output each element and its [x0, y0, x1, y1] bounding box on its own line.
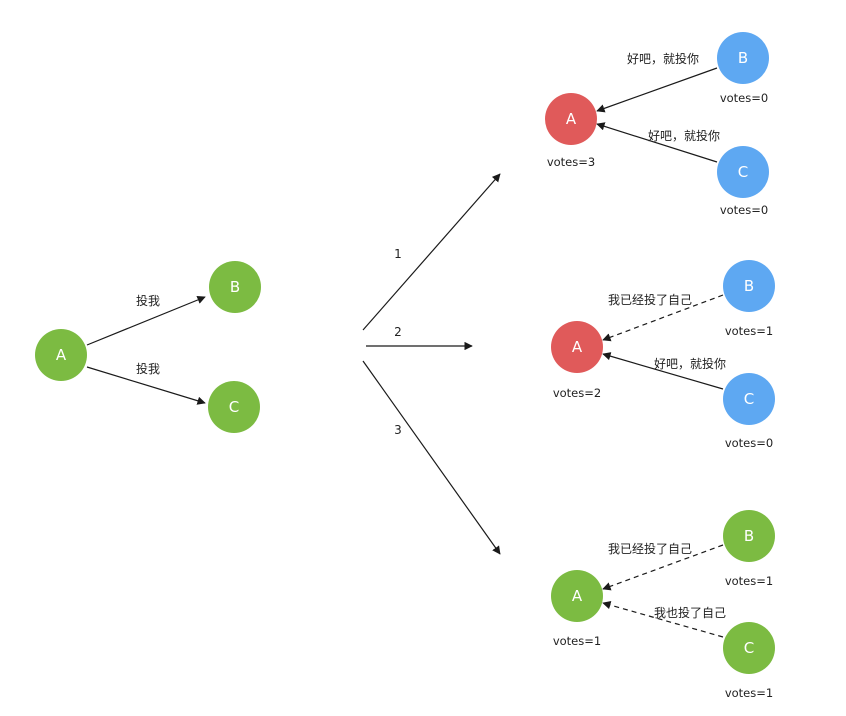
s3-votes-b: votes=1 [725, 574, 773, 588]
s2-votes-b: votes=1 [725, 324, 773, 338]
scenario-2: 我已经投了自己 好吧，就投你 A votes=2 B votes=1 C vot… [551, 260, 775, 450]
s3-node-a-label: A [572, 587, 583, 605]
s1-node-c-circle [717, 146, 769, 198]
branch-arrows: 1 2 3 [362, 173, 501, 555]
s3-node-b-label: B [744, 527, 754, 545]
s2-votes-a: votes=2 [553, 386, 601, 400]
node-a-circle [35, 329, 87, 381]
s3-votes-c: votes=1 [725, 686, 773, 700]
s2-edge-b-to-a [602, 294, 724, 342]
s2-votes-c: votes=0 [725, 436, 773, 450]
s2-edge-label-c-a: 好吧，就投你 [654, 356, 726, 371]
node-a-label: A [56, 346, 67, 364]
s1-votes-a: votes=3 [547, 155, 595, 169]
node-c-circle [208, 381, 260, 433]
s3-edge-label-c-a: 我也投了自己 [654, 605, 726, 620]
s3-edge-b-to-a [602, 544, 724, 591]
s2-node-c-label: C [744, 390, 754, 408]
s3-node-c-label: C [744, 639, 754, 657]
branch-label-1: 1 [394, 247, 402, 261]
edge-label-a-b: 投我 [136, 293, 160, 308]
s2-node-b-circle [723, 260, 775, 312]
s1-votes-b: votes=0 [720, 91, 768, 105]
s2-edge-c-to-a [602, 352, 724, 390]
s1-node-a-circle [545, 93, 597, 145]
s1-node-b-circle [717, 32, 769, 84]
s3-node-c-circle [723, 622, 775, 674]
initial-state: 投我 投我 A B C [35, 261, 261, 433]
s1-node-a-label: A [566, 110, 577, 128]
edge-a-to-c [86, 366, 206, 405]
s3-edge-c-to-a [602, 601, 724, 638]
s1-votes-c: votes=0 [720, 203, 768, 217]
s2-node-a-circle [551, 321, 603, 373]
s2-node-a-label: A [572, 338, 583, 356]
node-b-circle [209, 261, 261, 313]
node-c-label: C [229, 398, 239, 416]
scenario-1: 好吧，就投你 好吧，就投你 A votes=3 B votes=0 C vote… [545, 32, 769, 217]
branch-arrow-1 [362, 173, 501, 331]
s3-node-a-circle [551, 570, 603, 622]
edge-label-a-c: 投我 [136, 361, 160, 376]
branch-arrow-3 [362, 360, 501, 555]
s1-edge-label-b-a: 好吧，就投你 [627, 51, 699, 66]
s1-edge-label-c-a: 好吧，就投你 [648, 128, 720, 143]
s2-node-b-label: B [744, 277, 754, 295]
s1-node-c-label: C [738, 163, 748, 181]
scenario-3: 我已经投了自己 我也投了自己 A votes=1 B votes=1 C vot… [551, 510, 775, 700]
branch-label-3: 3 [394, 423, 402, 437]
s2-edge-label-b-a: 我已经投了自己 [608, 292, 692, 307]
node-b-label: B [230, 278, 240, 296]
s3-edge-label-b-a: 我已经投了自己 [608, 541, 692, 556]
branch-label-2: 2 [394, 325, 402, 339]
s1-node-b-label: B [738, 49, 748, 67]
edge-a-to-b [86, 295, 206, 346]
s3-node-b-circle [723, 510, 775, 562]
s3-votes-a: votes=1 [553, 634, 601, 648]
s1-edge-b-to-a [596, 67, 718, 113]
s2-node-c-circle [723, 373, 775, 425]
s1-edge-c-to-a [596, 122, 718, 163]
